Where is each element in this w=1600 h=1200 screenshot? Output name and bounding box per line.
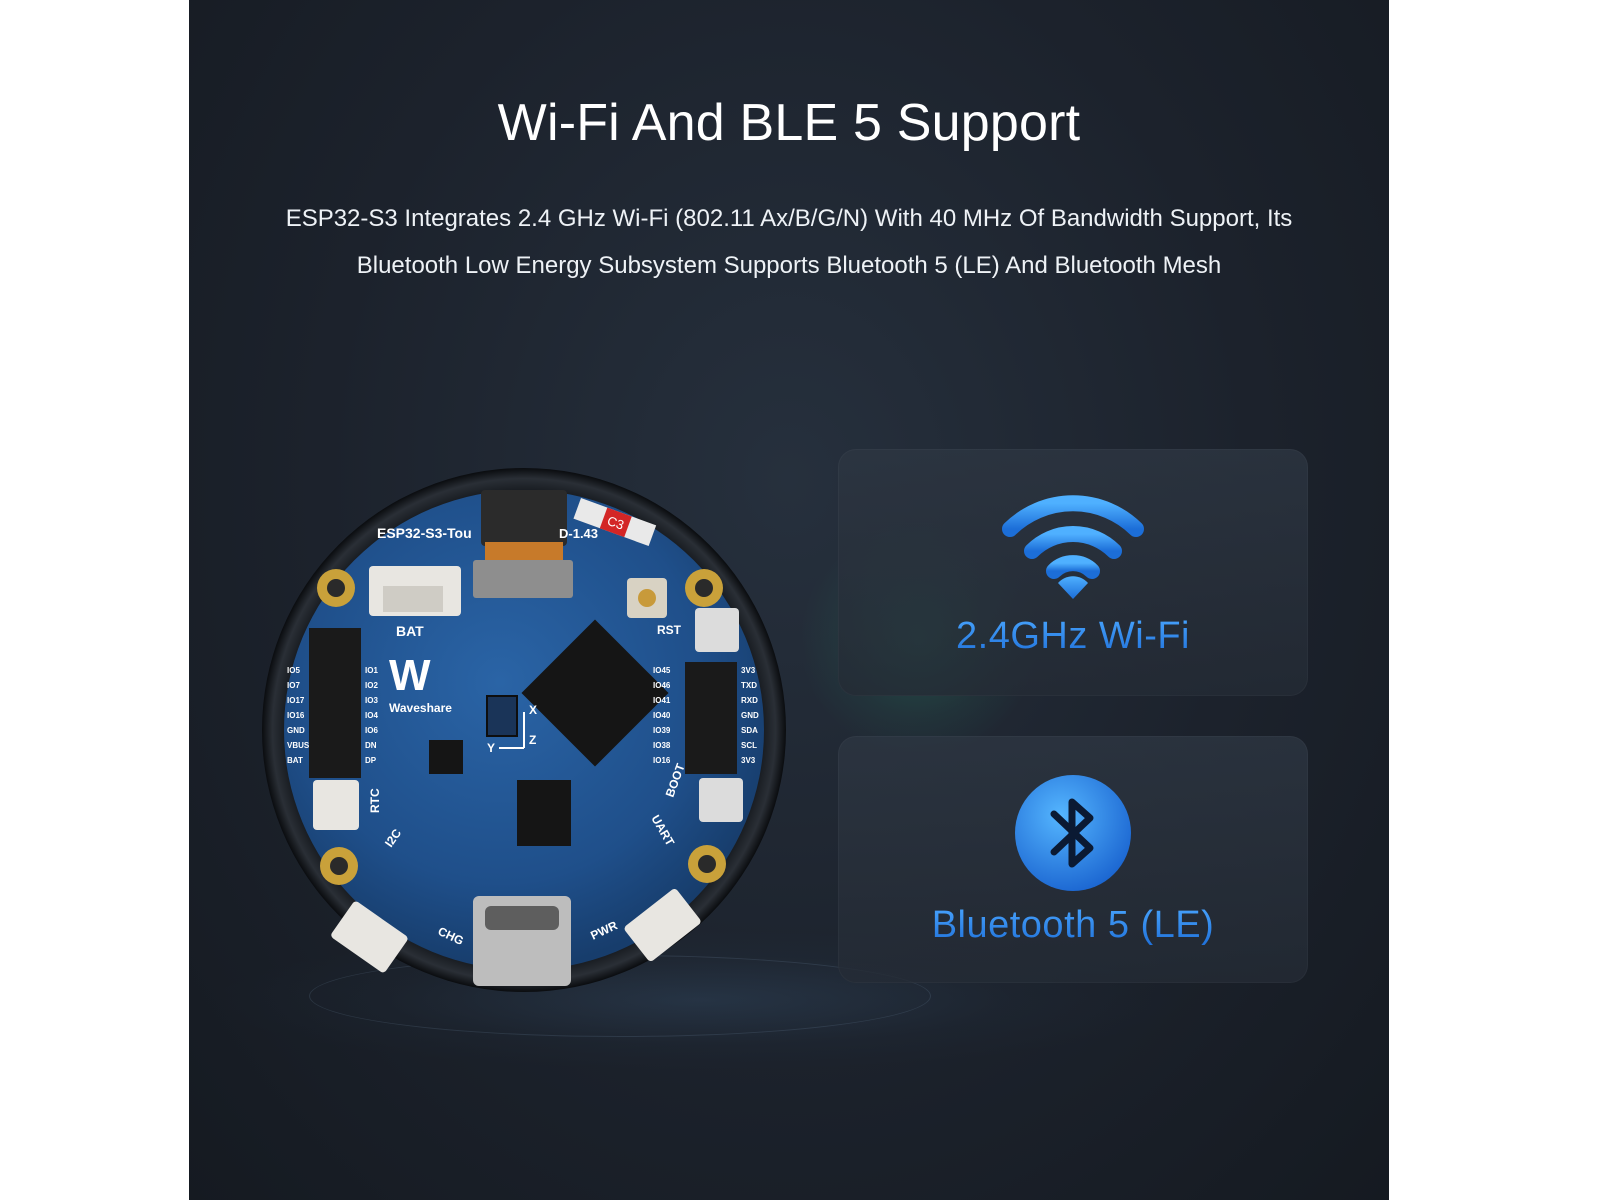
flash-chip xyxy=(517,780,571,846)
ribbon-cable xyxy=(485,542,563,560)
description: ESP32-S3 Integrates 2.4 GHz Wi-Fi (802.1… xyxy=(219,195,1359,289)
boot-button xyxy=(699,778,743,822)
wifi-label: 2.4GHz Wi-Fi xyxy=(838,615,1308,658)
right-pin-labels: IO45 IO46 IO41 IO40 IO39 IO38 IO16 3V3 T… xyxy=(653,666,759,765)
feature-panel: Wi-Fi And BLE 5 Support ESP32-S3 Integra… xyxy=(189,0,1389,1200)
svg-text:Z: Z xyxy=(529,733,536,747)
esp32-board-image: C3 BAT ESP32-S3-Tou D-1.43 W Waveshare xyxy=(259,468,789,998)
wifi-icon xyxy=(1002,495,1144,599)
svg-text:IO38: IO38 xyxy=(653,741,671,750)
svg-text:IO16: IO16 xyxy=(653,756,671,765)
svg-text:3V3: 3V3 xyxy=(741,756,756,765)
axis-marks: X Y Z xyxy=(487,703,537,755)
svg-text:TXD: TXD xyxy=(741,681,757,690)
left-pin-header xyxy=(309,628,361,778)
svg-text:3V3: 3V3 xyxy=(741,666,756,675)
board-illustration: C3 BAT ESP32-S3-Tou D-1.43 W Waveshare xyxy=(262,468,786,992)
svg-text:VBUS: VBUS xyxy=(287,741,310,750)
board-model-suffix: D-1.43 xyxy=(559,526,598,541)
svg-text:IO2: IO2 xyxy=(365,681,378,690)
sticker-c3: C3 xyxy=(573,498,657,547)
svg-text:IO39: IO39 xyxy=(653,726,671,735)
rst-button xyxy=(695,608,739,652)
battery-label: BAT xyxy=(396,623,424,639)
svg-text:DP: DP xyxy=(365,756,377,765)
bluetooth-icon xyxy=(1015,775,1131,891)
right-pin-header xyxy=(685,662,737,774)
rst-label: RST xyxy=(657,623,682,637)
svg-text:SCL: SCL xyxy=(741,741,757,750)
page-title: Wi-Fi And BLE 5 Support xyxy=(497,93,1081,152)
mount-holes xyxy=(317,569,726,885)
uart-connector xyxy=(624,888,701,962)
svg-text:IO40: IO40 xyxy=(653,711,671,720)
svg-text:IO7: IO7 xyxy=(287,681,300,690)
svg-text:SDA: SDA xyxy=(741,726,758,735)
rtc-connector xyxy=(313,780,359,830)
board-model-label: ESP32-S3-Tou xyxy=(377,525,472,541)
wifi-feature-card: 2.4GHz Wi-Fi xyxy=(838,449,1308,696)
left-pin-labels: IO5 IO7 IO17 IO16 GND VBUS BAT IO1 IO2 I… xyxy=(287,666,378,765)
svg-text:IO16: IO16 xyxy=(287,711,305,720)
svg-text:IO17: IO17 xyxy=(287,696,305,705)
ribbon-connector xyxy=(481,490,567,546)
svg-text:IO45: IO45 xyxy=(653,666,671,675)
bluetooth-label: Bluetooth 5 (LE) xyxy=(838,904,1308,947)
svg-text:IO41: IO41 xyxy=(653,696,671,705)
svg-text:IO6: IO6 xyxy=(365,726,378,735)
bluetooth-feature-card: Bluetooth 5 (LE) xyxy=(838,736,1308,983)
sensor-chip xyxy=(486,695,518,737)
description-line-2: Bluetooth Low Energy Subsystem Supports … xyxy=(356,252,1222,279)
svg-text:IO4: IO4 xyxy=(365,711,378,720)
brand-label: Waveshare xyxy=(389,701,452,715)
svg-text:X: X xyxy=(529,703,537,717)
svg-text:RXD: RXD xyxy=(741,696,758,705)
svg-text:IO46: IO46 xyxy=(653,681,671,690)
svg-text:GND: GND xyxy=(287,726,305,735)
i2c-connector xyxy=(331,901,408,973)
svg-text:IO5: IO5 xyxy=(287,666,300,675)
imu-chip xyxy=(429,740,463,774)
description-line-1: ESP32-S3 Integrates 2.4 GHz Wi-Fi (802.1… xyxy=(285,205,1293,232)
svg-text:IO1: IO1 xyxy=(365,666,378,675)
sticker-text: C3 xyxy=(605,513,626,533)
svg-text:DN: DN xyxy=(365,741,377,750)
main-chip xyxy=(521,619,669,767)
svg-text:Y: Y xyxy=(487,741,495,755)
svg-text:BAT: BAT xyxy=(287,756,303,765)
display-connector xyxy=(473,560,573,598)
rtc-label: RTC xyxy=(368,788,382,813)
waveshare-logo: W xyxy=(389,651,431,700)
svg-text:IO3: IO3 xyxy=(365,696,378,705)
svg-text:GND: GND xyxy=(741,711,759,720)
